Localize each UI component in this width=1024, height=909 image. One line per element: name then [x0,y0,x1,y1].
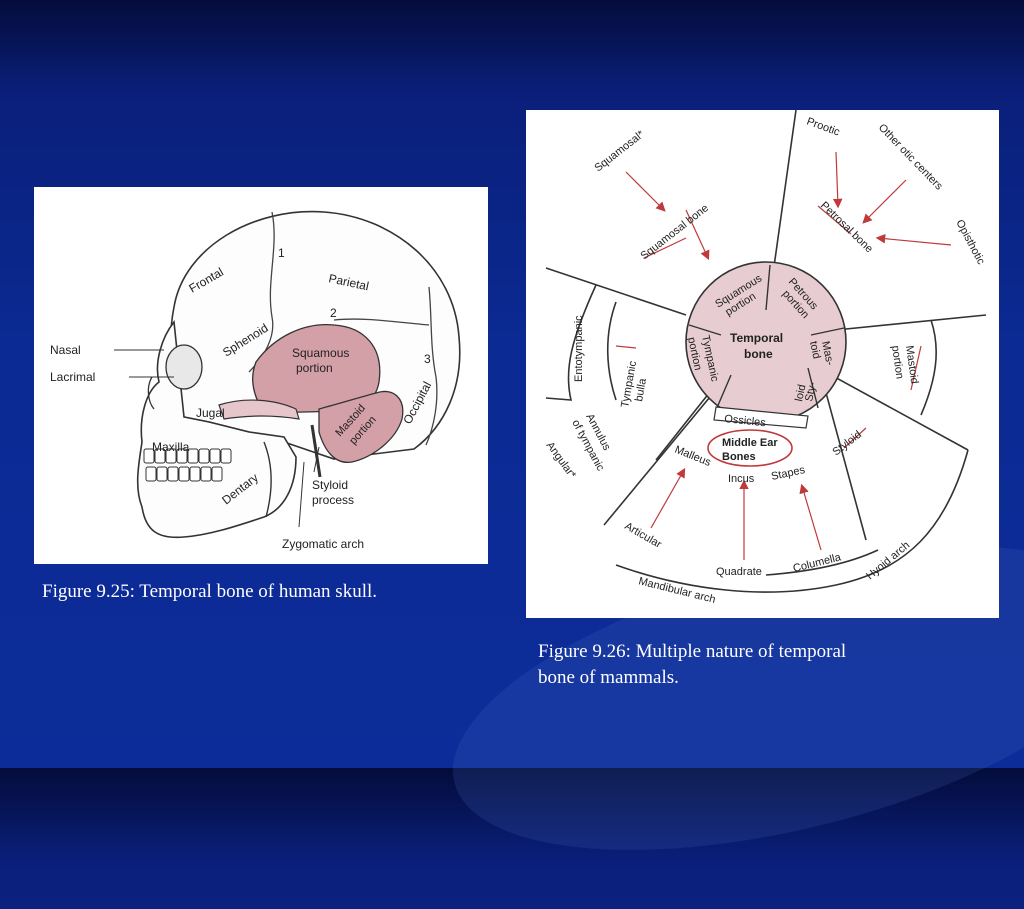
label-zygomatic-arch: Zygomatic arch [282,537,364,551]
label-toid: toid [807,340,822,360]
label-stapes: Stapes [770,464,806,483]
label-other-otic-centers: Other otic centers [876,122,945,193]
label-lacrimal: Lacrimal [50,370,95,384]
label-quadrate: Quadrate [716,566,762,578]
label-entotympanic: Entotympanic [573,315,585,382]
caption-figure-9-25: Figure 9.25: Temporal bone of human skul… [42,581,377,602]
label-maxilla: Maxilla [152,440,190,454]
label-squamous-portion: portion [296,361,333,375]
label-process: process [312,493,354,507]
label-jugal: Jugal [196,406,225,420]
label-squamosal-bone: Squamosal bone [638,202,710,262]
label-temporal: Temporal [730,331,783,345]
label-articular: Articular [623,520,664,551]
label-middle-ear-bones: Bones [722,451,756,463]
temporal-bone-figure: Squamosal* Prootic Other otic centers Sq… [526,109,999,618]
label-loid: loid [793,383,808,402]
temporal-bone-diagram: Squamosal* Prootic Other otic centers Sq… [544,109,987,606]
label-opisthotic: Opisthotic [953,218,987,267]
label-mastoid-portion: portion [889,345,906,380]
middle-ear-oval [707,429,793,467]
label-hyoid-arch: Hyoid arch [864,539,912,582]
label-mastoid: Mastoid [903,345,920,385]
label-incus: Incus [728,473,755,485]
label-columella: Columella [792,551,843,575]
label-styloid: Styloid [312,478,348,492]
skull-figure: Frontal Parietal 1 2 3 Nasal Lacrimal Sp… [34,187,488,564]
mastoid-region [318,390,404,463]
label-malleus: Malleus [673,444,713,470]
label-num-3: 3 [424,352,431,366]
label-tympanic-bulla-2: bulla [633,377,649,403]
label-squamosal-star: Squamosal* [592,128,647,174]
label-sty: Sty- [803,381,819,403]
caption-figure-9-26: Figure 9.26: Multiple nature of temporal… [538,639,978,691]
label-mas: Mas- [819,340,836,367]
label-middle-ear: Middle Ear [722,437,778,449]
label-mandibular-arch: Mandibular arch [637,575,716,606]
label-prootic: Prootic [805,116,842,139]
label-styloid: Styloid [830,429,863,459]
label-num-1: 1 [278,246,285,260]
caption-figure-9-26-line2: bone of mammals. [538,667,679,688]
label-bone: bone [744,347,773,361]
label-nasal: Nasal [50,343,81,357]
skull-diagram: Frontal Parietal 1 2 3 Nasal Lacrimal Sp… [50,210,461,551]
caption-figure-9-26-line1: Figure 9.26: Multiple nature of temporal [538,641,847,662]
label-petrosal-bone: Petrosal bone [818,200,875,256]
label-ossicles: Ossicles [724,413,767,429]
label-num-2: 2 [330,306,337,320]
label-squamous: Squamous [292,346,349,360]
label-angular: Angular* [544,440,579,482]
